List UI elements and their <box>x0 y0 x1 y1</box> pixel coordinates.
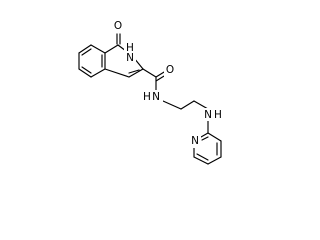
amide-nh-n-background <box>151 90 163 103</box>
amide-nh-h-label: H <box>143 91 151 103</box>
bond-pyridine-6 <box>200 132 209 138</box>
bond-ch2-to-ch2 <box>180 100 195 110</box>
bond-pyridine-4 <box>193 156 209 165</box>
bond-lactam-4 <box>128 68 144 78</box>
amine-nh-h-background <box>212 108 224 121</box>
amide-nh-n-label: N <box>152 91 160 103</box>
atom-label-layer: O H N O H N N H N <box>112 19 224 148</box>
lactam-nh-n-label: N <box>126 52 134 64</box>
lactam-nh-h-background <box>124 42 136 54</box>
bond-ring-to-amide-carbon <box>142 68 157 78</box>
bond-benzo-4 <box>90 68 106 78</box>
lactam-oxygen-background <box>112 19 124 33</box>
bond-pyridine-inner-3 <box>201 136 209 141</box>
bond-lactam-1 <box>104 44 119 54</box>
bond-benzo-1 <box>78 44 92 54</box>
bond-ch2-to-amine-n <box>193 100 209 110</box>
bond-pyridine-1 <box>207 132 222 142</box>
molecule-structure-diagram: O H N O H N N H N <box>78 19 224 165</box>
bond-amide-n-to-ch2 <box>162 100 182 110</box>
pyridine-nitrogen-background <box>189 135 201 148</box>
bond-pyridine-3 <box>207 156 222 165</box>
amine-nh-n-background <box>202 108 214 121</box>
amide-oxygen-background <box>164 63 176 77</box>
bond-lactam-inner <box>128 69 140 74</box>
pyridine-nitrogen-label: N <box>191 135 199 147</box>
amine-nh-h-label: H <box>214 109 222 121</box>
bond-lactam-5 <box>104 68 130 78</box>
amide-oxygen-label: O <box>166 64 174 76</box>
lactam-nh-h-label: H <box>126 42 134 54</box>
bond-benzo-inner-1 <box>81 48 92 56</box>
amine-nh-n-label: N <box>204 109 212 121</box>
bond-pyridine-inner-2 <box>196 153 209 161</box>
bond-benzo-5 <box>78 68 92 78</box>
bond-benzo-2 <box>90 44 106 54</box>
lactam-oxygen-label: O <box>114 20 122 32</box>
lactam-nh-n-background <box>124 52 136 64</box>
bond-benzo-inner-3 <box>81 66 92 74</box>
